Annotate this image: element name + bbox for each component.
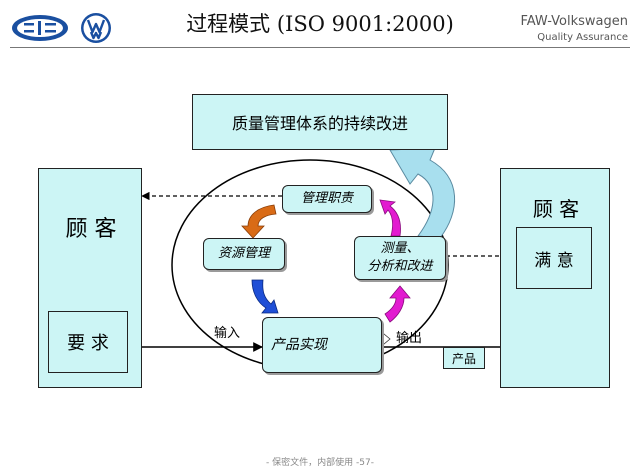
right-customer-title: 顾 客 bbox=[532, 197, 580, 221]
left-customer-title: 顾 客 bbox=[65, 217, 117, 242]
feedback-arrow-icon bbox=[389, 147, 456, 239]
measurement-label-line1: 测量、 bbox=[380, 241, 420, 257]
product-realization-node: 产品实现 bbox=[262, 317, 382, 373]
resource-management-node: 资源管理 bbox=[203, 238, 285, 270]
footer-text: - 保密文件，内部使用 -57- bbox=[266, 458, 374, 468]
continual-improvement-box: 质量管理体系的持续改进 bbox=[192, 94, 448, 150]
magenta-arrow-top-icon bbox=[379, 199, 401, 237]
input-label: 输入 bbox=[214, 326, 241, 341]
management-responsibility-node: 管理职责 bbox=[282, 185, 372, 213]
brand-subtitle: Quality Assurance bbox=[537, 32, 628, 43]
satisfaction-box: 满 意 bbox=[516, 227, 592, 289]
requirement-box: 要 求 bbox=[48, 311, 128, 373]
blue-arrow-icon bbox=[251, 279, 279, 314]
faw-logo-icon bbox=[10, 13, 70, 43]
page-title: 过程模式 (ISO 9001:2000) bbox=[186, 12, 454, 36]
measurement-analysis-node: 测量、 分析和改进 bbox=[354, 236, 446, 280]
header-divider bbox=[10, 47, 630, 48]
output-label: 输出 bbox=[396, 331, 423, 346]
magenta-arrow-up-icon bbox=[384, 285, 411, 323]
measurement-label-line2: 分析和改进 bbox=[367, 259, 433, 274]
orange-arrow-icon bbox=[241, 204, 277, 239]
volkswagen-logo-icon bbox=[80, 12, 112, 44]
product-box: 产品 bbox=[443, 347, 485, 369]
brand-name: FAW-Volkswagen bbox=[520, 14, 628, 29]
